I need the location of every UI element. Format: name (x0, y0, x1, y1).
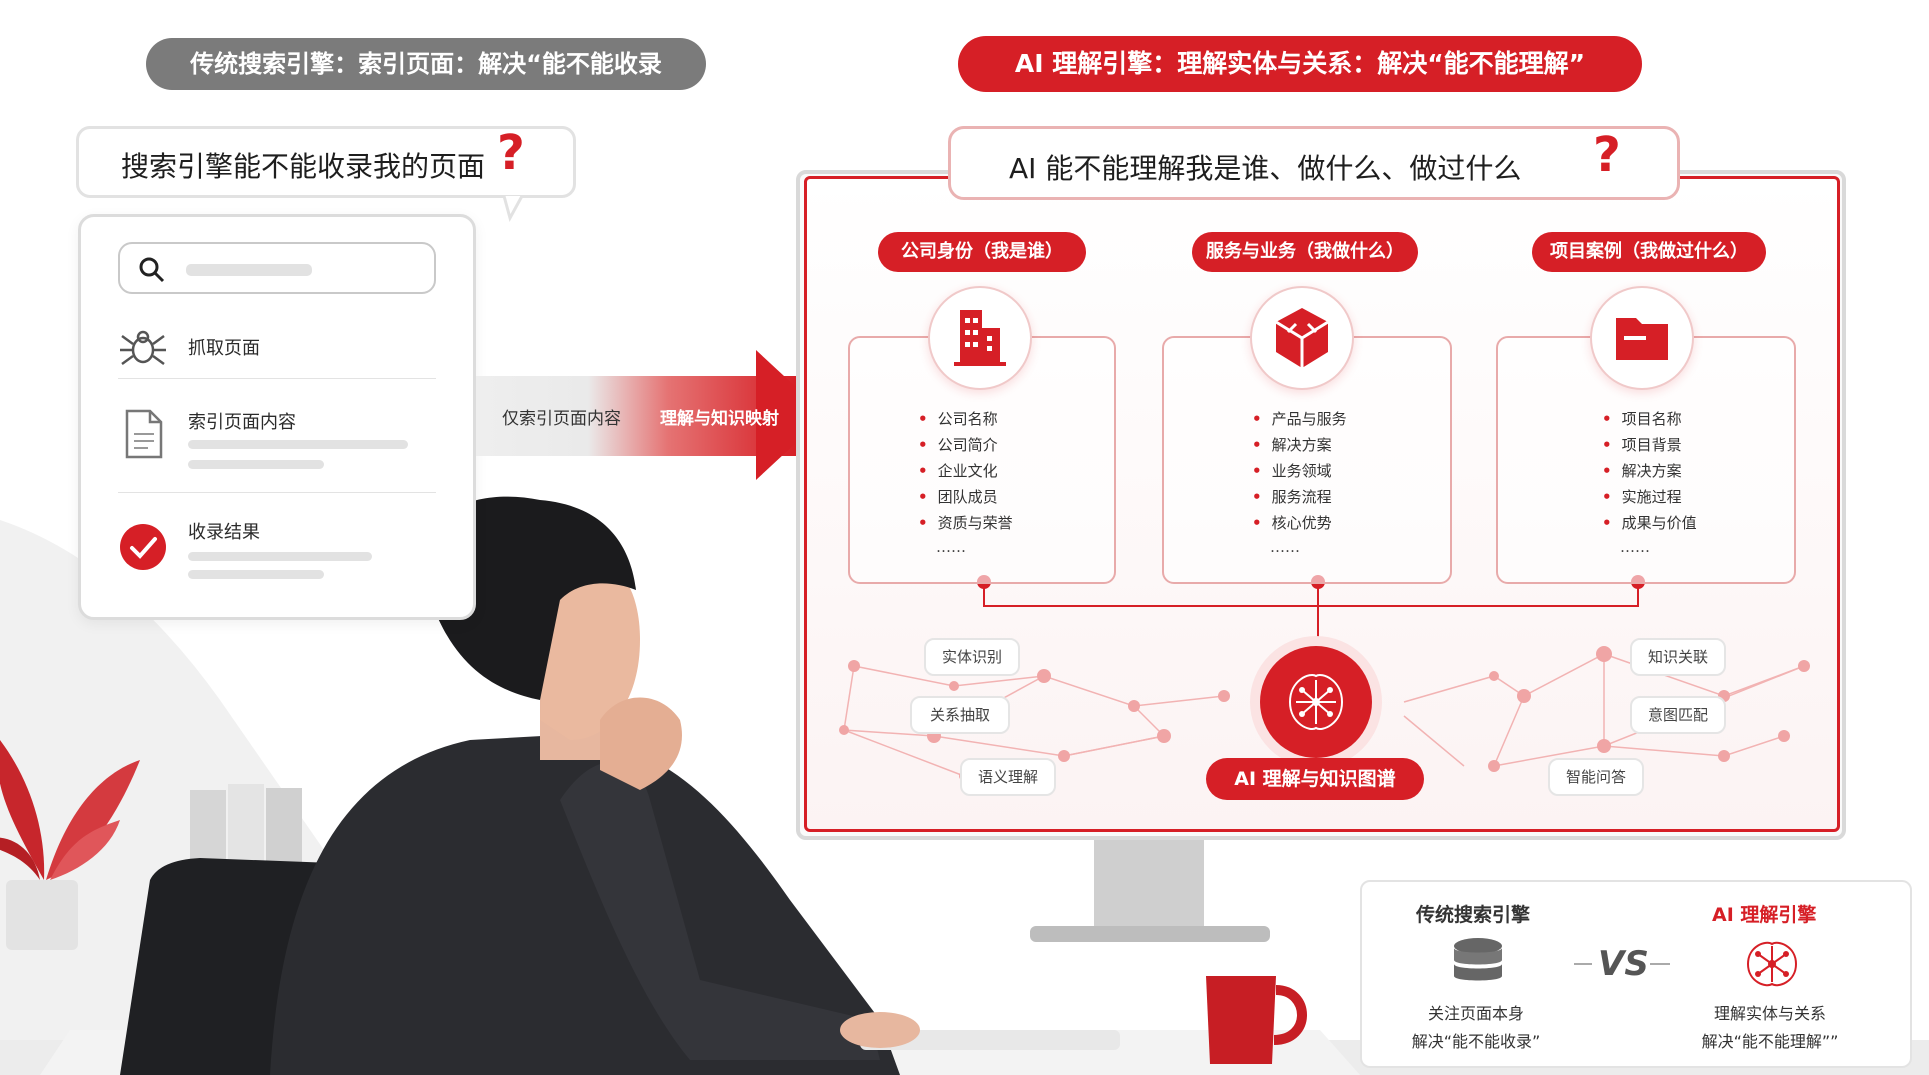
ai-brain-icon (1260, 646, 1372, 758)
compare-right-desc: 理解实体与关系 解决“能不能理解”” (1690, 1000, 1850, 1056)
left-question-text: 搜索引擎能不能收录我的页面 (121, 150, 486, 183)
mapping-arrow-band (476, 376, 796, 456)
placeholder-line (188, 460, 324, 469)
compare-right-line2: 解决“能不能理解”” (1701, 1032, 1839, 1051)
divider (118, 378, 436, 379)
projects-title: 项目案例（我做过什么） (1532, 232, 1766, 272)
compare-left-desc: 关注页面本身 解决“能不能收录” (1400, 1000, 1552, 1056)
company-identity-title: 公司身份（我是谁） (878, 232, 1086, 272)
building-icon (928, 286, 1032, 390)
crawl-page-label: 抓取页面 (188, 338, 260, 359)
list-item: 项目背景 (1602, 432, 1697, 458)
list-item: 解决方案 (1252, 432, 1347, 458)
check-icon (120, 524, 166, 570)
index-only-label: 仅索引页面内容 (502, 409, 621, 429)
semantic-understanding-tag: 语义理解 (960, 758, 1056, 796)
list-item: 核心优势 (1252, 510, 1347, 536)
cube-icon (1250, 286, 1354, 390)
ai-engine-title: AI 理解引擎：理解实体与关系：解决“能不能理解” (958, 36, 1642, 92)
projects-list: 项目名称 项目背景 解决方案 实施过程 成果与价值 (1602, 406, 1697, 536)
list-item: 解决方案 (1602, 458, 1697, 484)
smart-qa-tag: 智能问答 (1548, 758, 1644, 796)
placeholder-line (188, 440, 408, 449)
question-mark-icon: ? (1593, 127, 1621, 183)
spider-icon (120, 330, 166, 366)
list-item: 成果与价值 (1602, 510, 1697, 536)
document-icon (125, 409, 163, 459)
divider (118, 492, 436, 493)
services-list: 产品与服务 解决方案 业务领域 服务流程 核心优势 (1252, 406, 1347, 536)
list-item: 公司名称 (918, 406, 1013, 432)
search-placeholder-bar (186, 264, 312, 276)
list-item: 业务领域 (1252, 458, 1347, 484)
company-identity-list: 公司名称 公司简介 企业文化 团队成员 资质与荣誉 (918, 406, 1013, 536)
ellipsis: …… (936, 538, 966, 556)
entity-recognition-tag: 实体识别 (924, 638, 1020, 676)
relation-extraction-tag: 关系抽取 (910, 696, 1010, 734)
comparison-panel (1360, 880, 1912, 1068)
compare-left-title: 传统搜索引擎 (1416, 904, 1531, 926)
folder-icon (1590, 286, 1694, 390)
arrow-head-icon (756, 350, 826, 480)
list-item: 企业文化 (918, 458, 1013, 484)
ellipsis: …… (1270, 538, 1300, 556)
placeholder-line (188, 552, 372, 561)
compare-left-line2: 解决“能不能收录” (1411, 1032, 1541, 1051)
compare-right-title: AI 理解引擎 (1712, 904, 1817, 926)
intent-matching-tag: 意图匹配 (1630, 696, 1726, 734)
traditional-engine-title: 传统搜索引擎：索引页面：解决“能不能收录 (146, 38, 706, 90)
vs-label: VS (1598, 944, 1649, 984)
mug (1206, 976, 1276, 1064)
list-item: 资质与荣誉 (918, 510, 1013, 536)
ai-knowledge-graph-label: AI 理解与知识图谱 (1206, 758, 1424, 800)
index-result-label: 收录结果 (188, 522, 260, 543)
list-item: 服务流程 (1252, 484, 1347, 510)
left-question-bubble: 搜索引擎能不能收录我的页面 ? (76, 125, 576, 198)
vs-arrows (1574, 963, 1670, 965)
list-item: 实施过程 (1602, 484, 1697, 510)
list-item: 项目名称 (1602, 406, 1697, 432)
right-question-bubble: AI 能不能理解我是谁、做什么、做过什么 ? (948, 126, 1680, 200)
knowledge-mapping-label: 理解与知识映射 (660, 409, 779, 429)
list-item: 公司简介 (918, 432, 1013, 458)
plant-pot (6, 880, 78, 950)
search-icon (139, 257, 165, 283)
question-mark-icon: ? (497, 125, 525, 181)
database-icon (1454, 938, 1502, 981)
brain-network-icon (1746, 941, 1798, 987)
placeholder-line (188, 570, 324, 579)
bubble-tail (502, 196, 524, 222)
list-item: 产品与服务 (1252, 406, 1347, 432)
right-question-text: AI 能不能理解我是谁、做什么、做过什么 (1009, 152, 1522, 185)
compare-left-line1: 关注页面本身 (1427, 1004, 1524, 1023)
knowledge-link-tag: 知识关联 (1630, 638, 1726, 676)
list-item: 团队成员 (918, 484, 1013, 510)
services-title: 服务与业务（我做什么） (1192, 232, 1418, 272)
compare-right-line1: 理解实体与关系 (1713, 1004, 1826, 1023)
ellipsis: …… (1620, 538, 1650, 556)
index-content-label: 索引页面内容 (188, 412, 296, 433)
search-input[interactable] (118, 242, 436, 294)
